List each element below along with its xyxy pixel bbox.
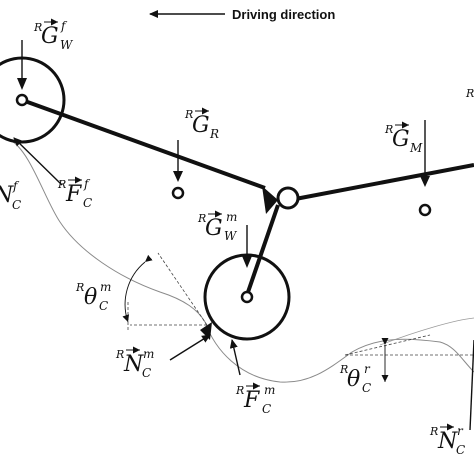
label-edge-r: R [465,87,474,100]
theta-m-construction [122,252,208,330]
svg-text:R: R [57,178,66,191]
svg-text:R: R [339,363,348,376]
label-gravity-front-wheel: R G f W [33,18,74,52]
rear-link [289,163,474,202]
front-wheel [0,56,66,144]
svg-text:G: G [205,216,223,241]
middle-wheel-hub [240,290,254,304]
label-contact-angle-middle: R θ m C [75,280,111,313]
svg-text:W: W [60,38,74,52]
svg-text:C: C [362,381,371,395]
svg-text:R: R [184,108,193,121]
svg-text:f: f [12,179,20,193]
svg-text:G: G [392,127,410,152]
label-normal-middle: R N m C [115,346,154,380]
svg-text:m: m [226,210,237,224]
svg-text:m: m [143,347,154,361]
svg-text:R: R [429,425,438,438]
middle-leg [245,204,280,296]
theta-r-construction [344,334,474,382]
middle-normal-arrow [169,334,211,361]
gravity-middle-wheel-arrow [242,225,252,268]
svg-text:G: G [41,24,59,49]
com-link-m [418,120,432,217]
svg-text:m: m [100,280,111,294]
right-normal-arrow [469,339,474,431]
svg-text:R: R [75,281,84,294]
svg-text:f: f [60,19,68,33]
com-link-r [171,140,185,200]
svg-text:N: N [123,352,144,377]
front-link [21,98,266,190]
svg-text:C: C [142,366,151,380]
label-gravity-middle-wheel: R G m W [197,210,238,243]
label-contact-angle-rear: R θ r C [339,362,371,395]
central-joint [276,186,300,210]
svg-text:C: C [99,299,108,313]
svg-text:F: F [243,388,260,413]
svg-text:W: W [224,229,238,243]
label-normal-front: N f C [0,179,21,212]
contact-wedge-middle [200,322,212,340]
svg-text:f: f [83,177,91,191]
label-friction-front: R F f C [57,176,92,210]
svg-text:G: G [192,113,210,138]
terrain-slope-right [379,317,474,346]
svg-text:θ: θ [84,285,97,310]
driving-direction: Driving direction [149,7,335,22]
front-friction-arrow [13,137,63,186]
svg-text:R: R [197,212,206,225]
svg-text:N: N [0,183,14,208]
svg-text:R: R [384,123,393,136]
svg-text:R: R [33,21,42,34]
svg-text:r: r [457,424,464,438]
label-gravity-rear-link: R G M [384,121,423,155]
svg-text:C: C [12,198,21,212]
front-wheel-hub [15,93,29,107]
driving-direction-label: Driving direction [232,7,335,22]
middle-friction-arrow [229,339,241,376]
terrain-profile [9,139,474,383]
svg-text:θ: θ [347,367,360,392]
svg-text:C: C [456,443,465,457]
gravity-front-wheel-arrow [17,40,27,90]
svg-text:R: R [115,348,124,361]
label-friction-middle: R F m C [235,382,275,416]
svg-text:C: C [83,196,92,210]
svg-text:R: R [235,384,244,397]
joint-wedge [262,186,278,214]
svg-text:M: M [409,141,423,155]
svg-text:F: F [65,182,82,207]
label-gravity-front-link: R G R [184,107,219,141]
label-normal-rear: R N r C [429,423,465,457]
svg-text:C: C [262,402,271,416]
svg-text:m: m [264,383,275,397]
svg-text:R: R [209,127,219,141]
svg-text:r: r [364,362,371,376]
svg-text:N: N [437,429,458,454]
